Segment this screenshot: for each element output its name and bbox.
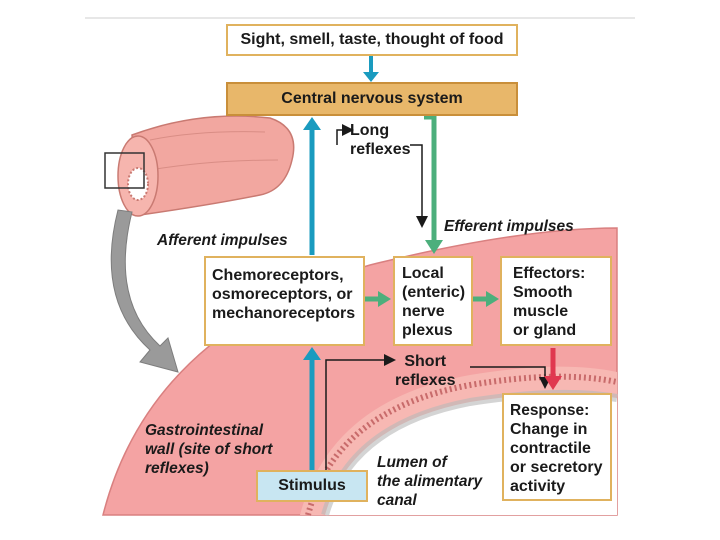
effectors-title: Effectors: — [513, 265, 586, 282]
afferent-impulses-label: Afferent impulses — [157, 232, 288, 249]
response-body: Change in contractile or secretory activ… — [510, 421, 603, 495]
zoom-square — [104, 152, 145, 189]
zoom-curved-arrow — [110, 209, 179, 373]
cns-text: Central nervous system — [281, 90, 463, 107]
lumen-label: Lumen of the alimentary canal — [377, 454, 483, 509]
short-reflexes-label: Short reflexes — [395, 353, 456, 389]
gi-wall-label: Gastrointestinal wall (site of short ref… — [145, 422, 273, 477]
plexus-text: Local (enteric) nerve plexus — [402, 265, 466, 339]
plexus-box: Local (enteric) nerve plexus — [393, 256, 473, 346]
receptors-box: Chemoreceptors, osmoreceptors, or mechan… — [204, 256, 365, 346]
long-reflex-arrow-in — [336, 124, 354, 145]
sensory-input-text: Sight, smell, taste, thought of food — [240, 31, 504, 48]
short-reflex-arrow-out — [470, 366, 551, 389]
efferent-impulses-label: Efferent impulses — [444, 218, 574, 235]
receptors-text: Chemoreceptors, osmoreceptors, or mechan… — [212, 267, 356, 322]
effectors-box: Effectors: Smooth muscle or gland — [500, 256, 612, 346]
stimulus-text: Stimulus — [278, 477, 346, 494]
cns-box: Central nervous system — [226, 82, 518, 116]
long-reflex-arrow-out — [410, 144, 428, 228]
intestine-tube-illustration — [104, 115, 295, 217]
effectors-body: Smooth muscle or gland — [513, 284, 577, 339]
response-title: Response: — [510, 402, 590, 419]
stimulus-box: Stimulus — [256, 470, 368, 502]
response-box: Response: Change in contractile or secre… — [502, 393, 612, 501]
sensory-input-box: Sight, smell, taste, thought of food — [226, 24, 518, 56]
long-reflexes-label: Long reflexes — [350, 122, 411, 158]
short-reflex-arrow-in — [325, 354, 396, 470]
efferent-arrow — [424, 114, 437, 240]
